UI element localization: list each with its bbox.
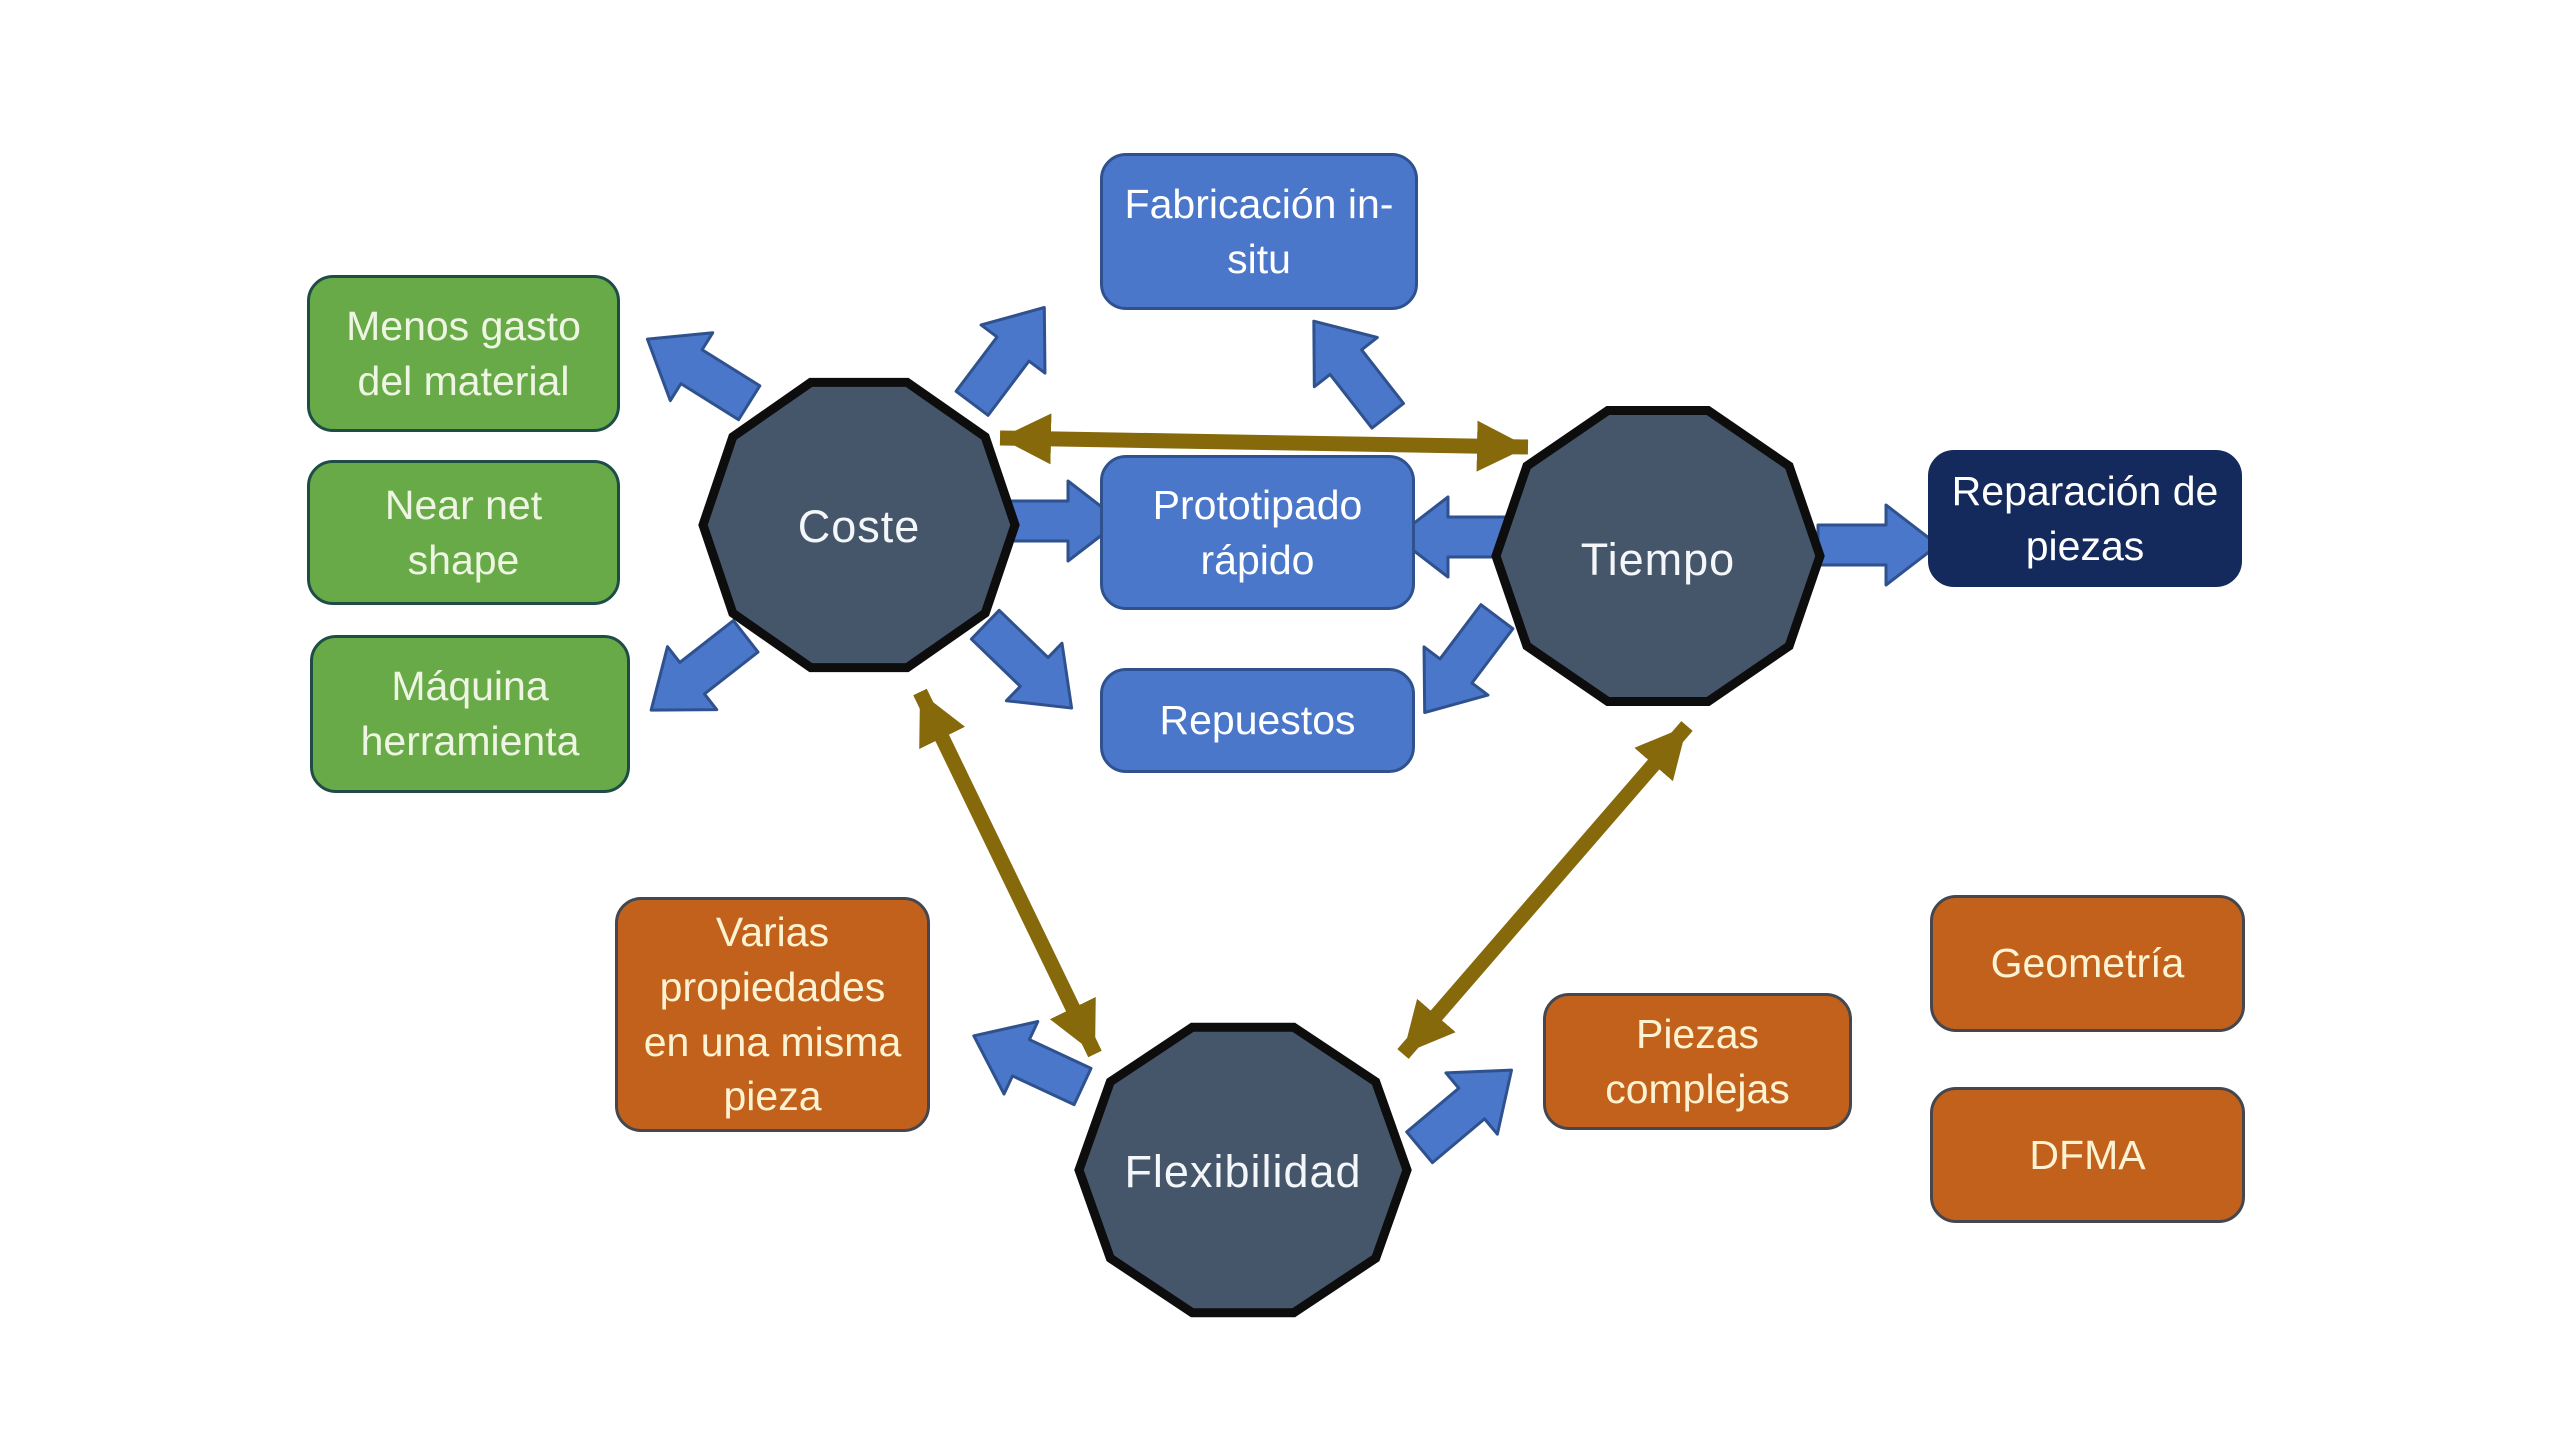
hub-tiempo-decagon <box>1491 406 1825 706</box>
hub-coste-label: Coste <box>797 501 921 552</box>
card-maquina-herramienta: Máquina herramienta <box>310 635 630 793</box>
card-menos-gasto-material: Menos gasto del material <box>307 275 620 432</box>
card-geometria: Geometría <box>1930 895 2245 1032</box>
hub-flexibilidad-decagon <box>1074 1022 1412 1318</box>
card-piezas-complejas: Piezas complejas <box>1543 993 1852 1130</box>
card-repuestos: Repuestos <box>1100 668 1415 773</box>
hub-flexibilidad-label: Flexibilidad <box>1124 1146 1362 1197</box>
hub-coste-decagon <box>698 377 1020 673</box>
arrow-coste-to-fabricacion <box>938 281 1078 429</box>
card-dfma: DFMA <box>1930 1087 2245 1223</box>
connector-coste-tiempo <box>999 413 1529 472</box>
card-varias-propiedades: Varias propiedades en una misma pieza <box>615 897 930 1132</box>
card-reparacion-de-piezas: Reparación de piezas <box>1928 450 2242 587</box>
connector-tiempo-flexibilidad <box>1397 721 1693 1059</box>
card-near-net-shape: Near net shape <box>307 460 620 605</box>
arrow-coste-to-menos-gasto <box>624 303 772 439</box>
card-prototipado-rapido: Prototipado rápido <box>1100 455 1415 610</box>
hub-tiempo-label: Tiempo <box>1580 534 1736 585</box>
arrow-tiempo-to-fabricacion <box>1280 295 1421 442</box>
arrow-flexibilidad-to-piezas <box>1392 1038 1539 1180</box>
arrow-tiempo-to-reparacion <box>1816 503 1940 587</box>
connector-coste-flexibilidad <box>913 688 1102 1058</box>
card-fabricacion-in-situ: Fabricación in-situ <box>1100 153 1418 310</box>
